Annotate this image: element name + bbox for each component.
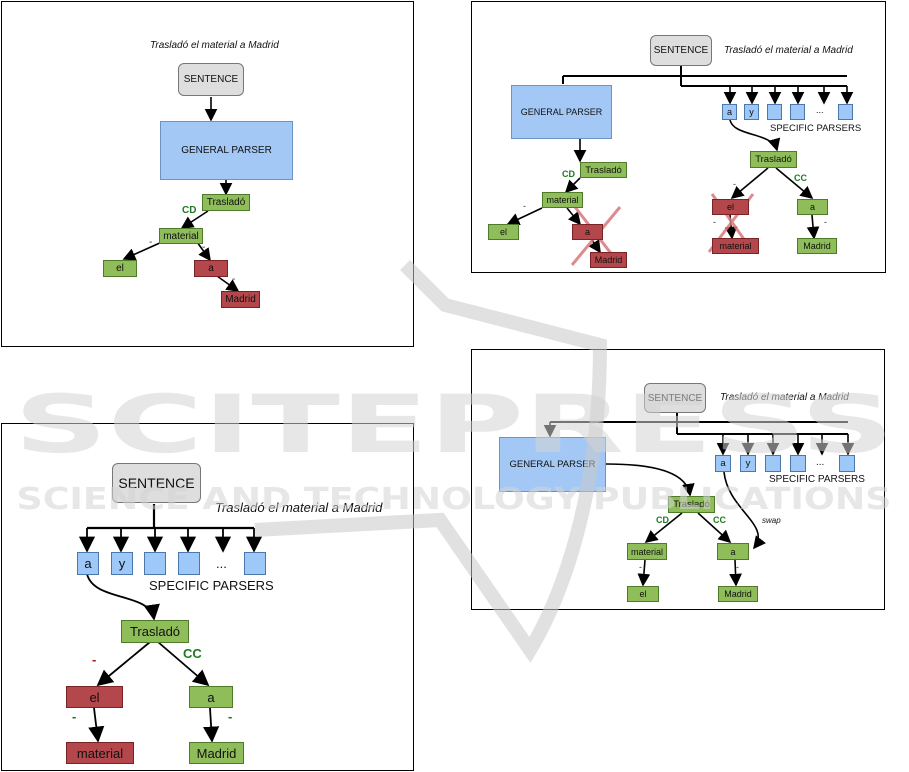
edge-label-cd: CD: [182, 205, 197, 216]
node-madrid: Madrid: [221, 291, 260, 308]
sentence-node: SENTENCE: [644, 383, 706, 413]
specific-parser-slot: [790, 455, 806, 472]
sentence-text: Trasladó el material a Madrid: [150, 40, 279, 51]
edge-label-cc: CC: [713, 515, 726, 525]
panel3-edges: [78, 504, 263, 743]
node-traslado: Trasladó: [750, 151, 797, 168]
panel-specific-parser-only: SENTENCE Trasladó el material a Madrid a…: [1, 423, 414, 771]
node-a: a: [717, 543, 749, 560]
specific-parser-a: a: [77, 552, 99, 575]
sentence-node: SENTENCE: [112, 463, 201, 503]
specific-parser-y: y: [111, 552, 133, 575]
edge-label-cc: CC: [794, 173, 807, 183]
general-parser-node: GENERAL PARSER: [511, 85, 612, 139]
edge-label-cd: CD: [656, 515, 669, 525]
node-a: a: [797, 199, 828, 215]
specific-parser-slot: [765, 455, 781, 472]
dash-label: -: [736, 562, 739, 572]
node-el: el: [66, 686, 123, 708]
specific-parser-slot: [178, 552, 200, 575]
specific-parser-a: a: [715, 455, 731, 472]
general-parser-node: GENERAL PARSER: [499, 437, 606, 492]
specific-parser-slot: [790, 104, 805, 120]
specific-parser-slot: [838, 104, 853, 120]
dash-label: -: [202, 242, 206, 253]
node-material: material: [159, 228, 203, 244]
specific-parser-y: y: [740, 455, 756, 472]
ellipsis: ...: [216, 556, 227, 571]
specific-parsers-label: SPECIFIC PARSERS: [770, 123, 862, 134]
ellipsis: ...: [816, 457, 825, 468]
specific-parser-y: y: [744, 104, 759, 120]
dash-label: -: [639, 562, 642, 572]
node-material: material: [542, 192, 583, 208]
specific-parsers-label: SPECIFIC PARSERS: [769, 474, 865, 485]
specific-parser-a: a: [722, 104, 737, 120]
sentence-text: Trasladó el material a Madrid: [724, 45, 853, 56]
specific-parser-slot: [839, 455, 855, 472]
panel-conflicting-parses: SENTENCE Trasladó el material a Madrid G…: [471, 1, 886, 273]
panel-general-parser-only: Trasladó el material a Madrid SENTENCE G…: [1, 1, 414, 347]
specific-parser-slot: [244, 552, 266, 575]
panel1-edges: [122, 97, 240, 292]
node-el: el: [712, 199, 749, 215]
dash-label: -: [733, 179, 736, 189]
node-el: el: [103, 260, 137, 277]
dash-label: -: [713, 217, 716, 227]
node-a: a: [194, 260, 228, 277]
swap-label: swap: [762, 516, 781, 525]
node-madrid: Madrid: [718, 586, 758, 602]
node-madrid: Madrid: [590, 252, 627, 268]
dash-label: -: [824, 217, 827, 227]
node-madrid: Madrid: [797, 238, 837, 254]
node-el: el: [627, 586, 659, 602]
node-traslado: Trasladó: [202, 194, 250, 211]
specific-parsers-label: SPECIFIC PARSERS: [149, 578, 274, 593]
node-traslado: Trasladó: [580, 162, 627, 178]
ellipsis: ...: [816, 105, 824, 115]
dash-label: -: [228, 709, 233, 724]
node-material: material: [66, 742, 134, 764]
edge-label-cc: CC: [183, 646, 202, 661]
sentence-node: SENTENCE: [178, 63, 244, 96]
edge-label-cd: CD: [562, 169, 575, 179]
dash-label: -: [523, 201, 526, 211]
dash-label: -: [232, 274, 236, 285]
sentence-text: Trasladó el material a Madrid: [720, 392, 849, 403]
node-traslado: Trasladó: [668, 496, 715, 513]
sentence-node: SENTENCE: [650, 35, 712, 66]
specific-parser-slot: [144, 552, 166, 575]
dash-label: -: [92, 652, 97, 667]
node-a: a: [189, 686, 233, 708]
node-material: material: [627, 543, 667, 560]
panel-merged-parse: SENTENCE Trasladó el material a Madrid G…: [471, 349, 885, 610]
dash-label: -: [149, 237, 153, 248]
node-el: el: [488, 224, 519, 240]
node-a: a: [572, 224, 603, 240]
dash-label: -: [72, 709, 77, 724]
node-material: material: [712, 238, 759, 254]
general-parser-node: GENERAL PARSER: [160, 121, 293, 180]
sentence-text: Trasladó el material a Madrid: [215, 500, 383, 515]
specific-parser-slot: [767, 104, 782, 120]
node-madrid: Madrid: [189, 742, 244, 764]
node-traslado: Trasladó: [121, 620, 189, 643]
